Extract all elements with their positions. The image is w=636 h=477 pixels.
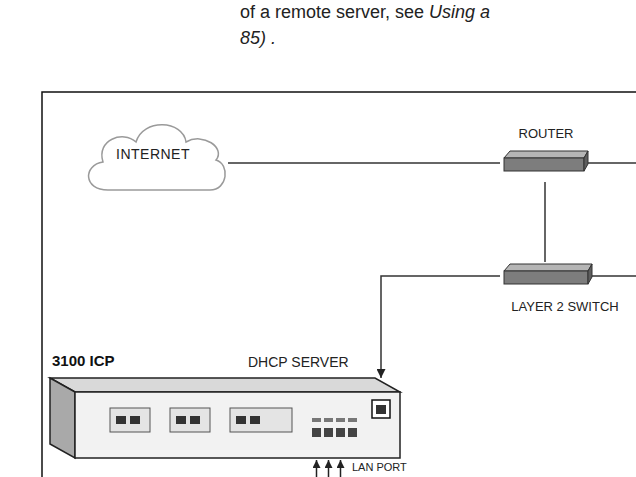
chassis-top xyxy=(50,378,400,392)
node-label: ROUTER xyxy=(519,126,574,141)
icp-node: 3100 ICPDHCP SERVER xyxy=(50,378,400,458)
card-slot xyxy=(170,408,210,432)
device-side xyxy=(588,264,592,284)
card-port xyxy=(176,416,186,424)
status-led xyxy=(348,418,357,422)
card-port xyxy=(236,416,246,424)
frame-border xyxy=(42,92,636,477)
chassis-side xyxy=(50,378,75,458)
node-shape xyxy=(504,264,592,286)
card-port xyxy=(130,416,140,424)
card-port xyxy=(190,416,200,424)
device-side xyxy=(584,151,588,171)
internet-cloud xyxy=(89,125,226,190)
chassis-front xyxy=(75,392,400,458)
device-front xyxy=(504,158,584,171)
lan-port xyxy=(336,428,345,437)
body-text: of a remote server, see xyxy=(240,2,424,23)
lan-port xyxy=(324,428,333,437)
router-uplink xyxy=(584,162,636,164)
status-led xyxy=(312,418,321,422)
dhcp-port-jack xyxy=(376,405,386,414)
connector-line xyxy=(228,162,500,164)
lan-arrow xyxy=(340,460,342,477)
body-text: 85) . xyxy=(240,28,276,49)
card-slot xyxy=(230,408,292,432)
node-label: LAYER 2 SWITCH xyxy=(511,299,618,314)
node-label: DHCP SERVER xyxy=(248,354,349,370)
router-node: ROUTER xyxy=(500,126,592,182)
device-front xyxy=(504,271,588,284)
card-port xyxy=(116,416,126,424)
port-label: LAN PORT xyxy=(352,461,407,473)
lan-port xyxy=(312,428,321,437)
card-slot xyxy=(110,408,150,432)
dhcp-port xyxy=(372,400,390,418)
node-label: INTERNET xyxy=(116,146,190,162)
switch-node: LAYER 2 SWITCH xyxy=(500,262,630,314)
link-text: Using a xyxy=(429,2,490,23)
lan-arrow xyxy=(316,460,318,477)
icp-chassis xyxy=(50,378,400,458)
card-port xyxy=(250,416,260,424)
connector-line xyxy=(544,182,546,262)
status-led xyxy=(324,418,333,422)
node-label: 3100 ICP xyxy=(52,352,115,369)
internet-cloud-node: INTERNET xyxy=(78,110,228,205)
connector-line xyxy=(381,276,500,378)
device-top xyxy=(504,264,592,271)
lan-arrow xyxy=(328,460,330,477)
switch-device xyxy=(504,264,592,284)
device-top xyxy=(504,151,588,158)
node-shape xyxy=(504,151,588,173)
status-led xyxy=(336,418,345,422)
lan-port xyxy=(348,428,357,437)
switch-link xyxy=(590,275,636,277)
node-shape xyxy=(50,378,400,458)
router-device xyxy=(504,151,588,171)
